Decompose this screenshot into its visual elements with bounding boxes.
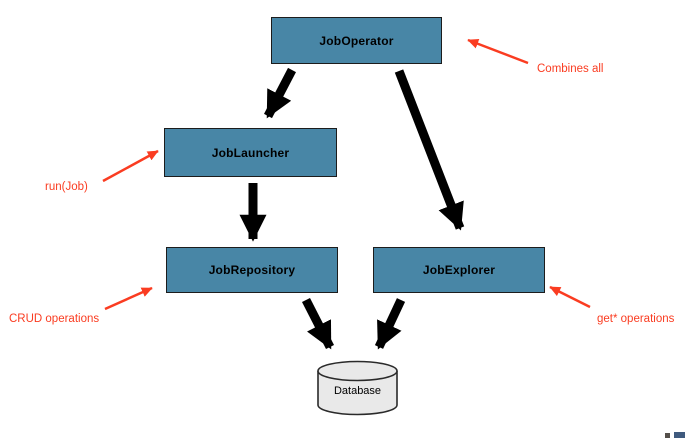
node-jobexplorer-label: JobExplorer <box>422 263 496 277</box>
annotation-arrow-get-operations <box>549 285 591 309</box>
cropped-corner-artifact <box>665 432 687 438</box>
node-joboperator-label: JobOperator <box>319 33 394 48</box>
node-jobrepository: JobRepository <box>166 247 338 293</box>
annotation-arrow-combines-all <box>467 38 529 65</box>
node-jobrepository-label: JobRepository <box>208 263 296 277</box>
edge-joboperator-jobexplorer <box>394 69 465 231</box>
edge-jobrepository-database <box>301 297 335 350</box>
annotation-crud-operations: CRUD operations <box>9 313 100 325</box>
node-database-label: Database <box>333 385 382 397</box>
annotation-run-job: run(Job) <box>45 181 88 193</box>
node-jobexplorer: JobExplorer <box>373 247 545 293</box>
database-cylinder <box>317 360 398 416</box>
corner-mark-left <box>665 433 670 438</box>
node-joboperator: JobOperator <box>271 17 442 64</box>
annotation-get-operations: get* operations <box>597 313 675 325</box>
node-joblauncher: JobLauncher <box>164 128 337 177</box>
annotation-arrow-run-job <box>102 149 159 183</box>
corner-mark-right <box>674 432 685 438</box>
edge-joboperator-joblauncher <box>264 67 296 119</box>
annotation-arrow-crud-operations <box>104 286 153 311</box>
node-joblauncher-label: JobLauncher <box>211 145 290 160</box>
edge-jobexplorer-database <box>374 298 406 350</box>
annotation-combines-all: Combines all <box>537 63 604 75</box>
